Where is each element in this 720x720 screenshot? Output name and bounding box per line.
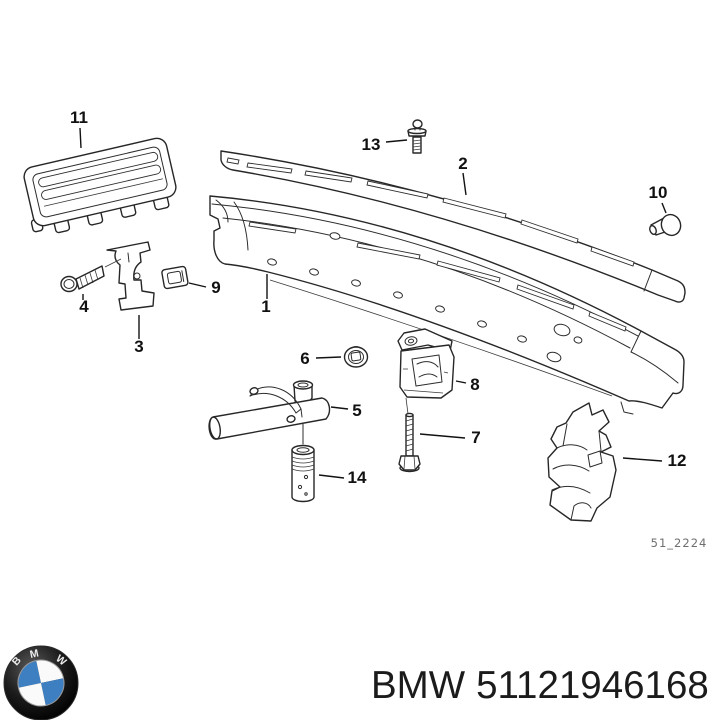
callout-1: 1 — [261, 297, 270, 316]
callout-6: 6 — [300, 349, 309, 368]
logo-letter-m: M — [29, 647, 40, 661]
leader-7 — [419, 433, 466, 439]
leader-6 — [315, 356, 342, 359]
callout-7: 7 — [471, 428, 480, 447]
part-9-clip-nut — [161, 265, 189, 290]
leader-2 — [462, 172, 467, 196]
leader-8 — [455, 380, 467, 384]
part-8-support-bracket — [397, 328, 455, 415]
part-number: 51121946168 — [476, 664, 709, 707]
drawing-code: 51_2224 — [651, 536, 708, 550]
leader-9 — [188, 282, 207, 288]
callout-3: 3 — [134, 337, 143, 356]
part-12-side-support — [547, 402, 617, 522]
part-14-spacer-sleeve — [291, 444, 315, 503]
exploded-diagram: 1 2 3 4 5 6 7 8 9 10 11 12 13 — [23, 108, 708, 550]
leader-12 — [622, 457, 663, 462]
part-2-impact-strip — [220, 150, 686, 303]
brand-name: BMW — [371, 664, 466, 707]
callout-2: 2 — [458, 154, 467, 173]
callout-9: 9 — [211, 278, 220, 297]
callout-14: 14 — [348, 468, 367, 487]
callout-12: 12 — [668, 451, 687, 470]
callout-8: 8 — [470, 375, 479, 394]
part-5-shock-mount — [208, 380, 331, 445]
callouts: 1 2 3 4 5 6 7 8 9 10 11 12 13 — [70, 108, 686, 487]
callout-4: 4 — [79, 297, 89, 316]
callout-13: 13 — [362, 135, 381, 154]
part-11-grille — [23, 137, 177, 234]
leader-13 — [385, 139, 408, 143]
part-1-bumper-carrier — [209, 195, 685, 415]
part-10-rivet-bolt — [649, 213, 682, 237]
callout-11: 11 — [70, 108, 88, 127]
logo-quadrants — [17, 659, 65, 707]
part-4-screw — [60, 258, 122, 293]
part-6-grommet — [343, 346, 369, 368]
callout-10: 10 — [649, 183, 668, 202]
part-13-screw — [407, 119, 427, 154]
part-7-hex-bolt — [398, 412, 421, 473]
leader-5 — [330, 406, 349, 410]
leader-14 — [318, 474, 345, 479]
callout-5: 5 — [352, 401, 361, 420]
bmw-logo: B M W — [3, 645, 79, 720]
leader-10 — [661, 202, 667, 214]
leader-11 — [79, 127, 82, 149]
part-3-bracket — [106, 241, 155, 311]
